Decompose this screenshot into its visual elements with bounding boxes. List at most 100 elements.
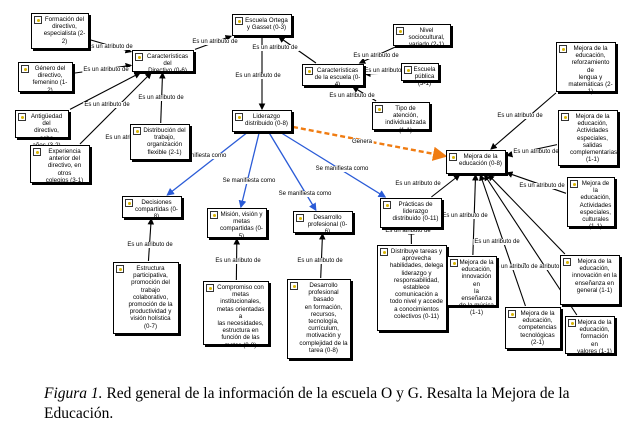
link-label-bg <box>384 228 433 234</box>
concept-label: Mejora de la educación, Actividades espe… <box>570 113 618 164</box>
concept-node-n2: Escuela Ortega y Gasset (0-3) <box>232 14 292 36</box>
link-label-bg <box>83 102 132 108</box>
concept-icon <box>375 105 383 113</box>
concept-label: Mejora de la educación, innovación en la… <box>459 259 494 317</box>
link-label-bg <box>491 264 540 270</box>
concept-label: Escuela Ortega y Gasset (0-3) <box>245 17 288 32</box>
link-label-e13: Se manifiesta como <box>279 191 332 197</box>
link-line-e11 <box>166 132 248 196</box>
concept-label: Escuela pública (3-1) <box>413 66 436 88</box>
concept-label: Liderazgo distribuido (0-8) <box>245 113 288 128</box>
concept-label: Decisiones compartidas (0-8) <box>135 199 178 221</box>
concept-node-n27: Mejora de la educación, competencias tec… <box>505 307 561 349</box>
concept-icon <box>563 258 571 266</box>
concept-node-n6: Características de la escuela (0-4) <box>302 64 364 88</box>
concept-icon <box>235 17 243 25</box>
link-label-bg <box>191 39 240 45</box>
link-label-e10: Es un atributo de <box>329 93 375 99</box>
link-label-bg <box>496 113 545 119</box>
concept-node-n5: Género del directivo, femenino (1-2) <box>18 62 73 94</box>
concept-icon <box>296 214 304 222</box>
concept-icon <box>449 153 457 161</box>
link-line-e28 <box>431 174 461 198</box>
concept-label: Formación del directivo, especialista (2… <box>43 16 86 45</box>
concept-label: Estructura participativa, promoción del … <box>128 265 173 330</box>
concept-node-n11: Liderazgo distribuido (0-8) <box>232 110 292 132</box>
link-label-e15: Genera <box>352 139 373 145</box>
link-label-e6: Es un atributo de <box>192 39 238 45</box>
link-line-e12 <box>238 132 260 209</box>
link-label-e16: Es un atributo de <box>235 73 281 79</box>
concept-label: Mejora de la educación, competencias tec… <box>518 310 557 346</box>
concept-label: Género del directivo, femenino (1-2) <box>32 65 68 94</box>
link-label-e25: Es un atributo de <box>442 213 488 219</box>
concept-label: Experiencia anterior del directivo, en o… <box>45 148 84 184</box>
link-label-e21: Es un atributo de <box>497 113 543 119</box>
concept-label: Nivel sociocultural, variado (2-1) <box>408 27 445 49</box>
concept-node-n23: Compromiso con metas institucionales, me… <box>203 281 269 349</box>
concept-node-n15: Mejora de la educación (0-8) <box>446 150 506 174</box>
concept-icon <box>559 45 567 53</box>
concept-icon <box>133 127 141 135</box>
concept-label: Características del Directivo (0-6) <box>146 53 189 75</box>
link-label-e4: Es un atributo de <box>138 95 184 101</box>
concept-label: Mejora de la educación, reforzamiento de… <box>568 45 613 96</box>
concept-icon <box>561 113 569 121</box>
link-label-bg <box>352 53 401 59</box>
link-label-e5: Es un atributo de <box>105 135 151 141</box>
link-label-bg <box>296 258 345 264</box>
link-label-bg <box>172 153 229 159</box>
link-line-e17 <box>147 217 155 262</box>
concept-node-n13: Experiencia anterior del directivo, en o… <box>30 145 90 184</box>
link-label-bg <box>363 68 412 74</box>
link-label-e24: Es un atributo de <box>522 264 568 270</box>
link-line-e15 <box>292 125 448 161</box>
concept-label: Misión, visión y metas compartidas (0-5) <box>220 211 263 240</box>
concept-icon <box>568 319 576 327</box>
concept-icon <box>508 310 516 318</box>
concept-node-n16: Mejora de la educación, Actividades espe… <box>567 177 615 230</box>
link-label-bg <box>512 149 561 155</box>
concept-node-n18: Misión, visión y metas compartidas (0-5) <box>207 208 267 240</box>
concept-label: Compromiso con metas institucionales, me… <box>216 284 265 349</box>
concept-icon <box>116 265 124 273</box>
concept-icon <box>380 248 388 256</box>
concept-icon <box>396 27 404 35</box>
caption-label: Figura 1. <box>44 385 103 402</box>
concept-icon <box>18 113 26 121</box>
concept-node-n17: Decisiones compartidas (0-8) <box>122 196 182 221</box>
link-label-bg <box>126 242 175 248</box>
link-label-e17: Es un atributo de <box>127 242 173 248</box>
link-label-bg <box>251 45 300 51</box>
concept-node-n12: Distribución del trabajo, organización f… <box>130 124 190 160</box>
link-label-e11: Se manifiesta como <box>174 153 227 159</box>
link-label-bg <box>441 213 490 219</box>
concept-icon <box>33 148 41 156</box>
concept-node-n19: Desarrollo profesional (0-6) <box>293 211 353 236</box>
concept-icon <box>135 53 143 61</box>
concept-icon <box>21 65 29 73</box>
concept-label: Mejora de la educación, innovación en la… <box>572 258 617 294</box>
concept-node-n7: Escuela pública (3-1) <box>401 63 439 87</box>
concept-icon <box>383 201 391 209</box>
concept-node-n28: Mejora de la educación, formación en val… <box>565 316 615 355</box>
link-label-e1: Es un atributo de <box>87 44 133 50</box>
concept-icon <box>210 211 218 219</box>
link-label-e12: Se manifiesta como <box>223 178 276 184</box>
concept-node-n21: Mejora de la educación, innovación en la… <box>560 255 620 305</box>
link-label-bg <box>473 239 522 245</box>
link-line-e19 <box>318 232 326 279</box>
concept-label: Desarrollo profesional (0-6) <box>307 214 348 236</box>
link-label-e19: Es un atributo de <box>297 258 343 264</box>
caption-text: Red general de la información de la escu… <box>44 385 570 422</box>
link-label-bg <box>137 95 186 101</box>
concept-label: Distribución del trabajo, organización f… <box>143 127 186 156</box>
link-label-e27: Es un atributo de <box>492 264 538 270</box>
concept-node-n24: Desarrollo profesional basado en formaci… <box>287 279 351 359</box>
link-label-bg <box>277 191 334 197</box>
concept-node-n10: Tipo de atención, individualizada (1-1) <box>372 102 430 134</box>
link-label-bg <box>518 183 567 189</box>
concept-node-n4: Características del Directivo (0-6) <box>132 50 194 75</box>
link-label-e22: Es un atributo de <box>513 149 559 155</box>
link-label-bg <box>314 166 371 172</box>
